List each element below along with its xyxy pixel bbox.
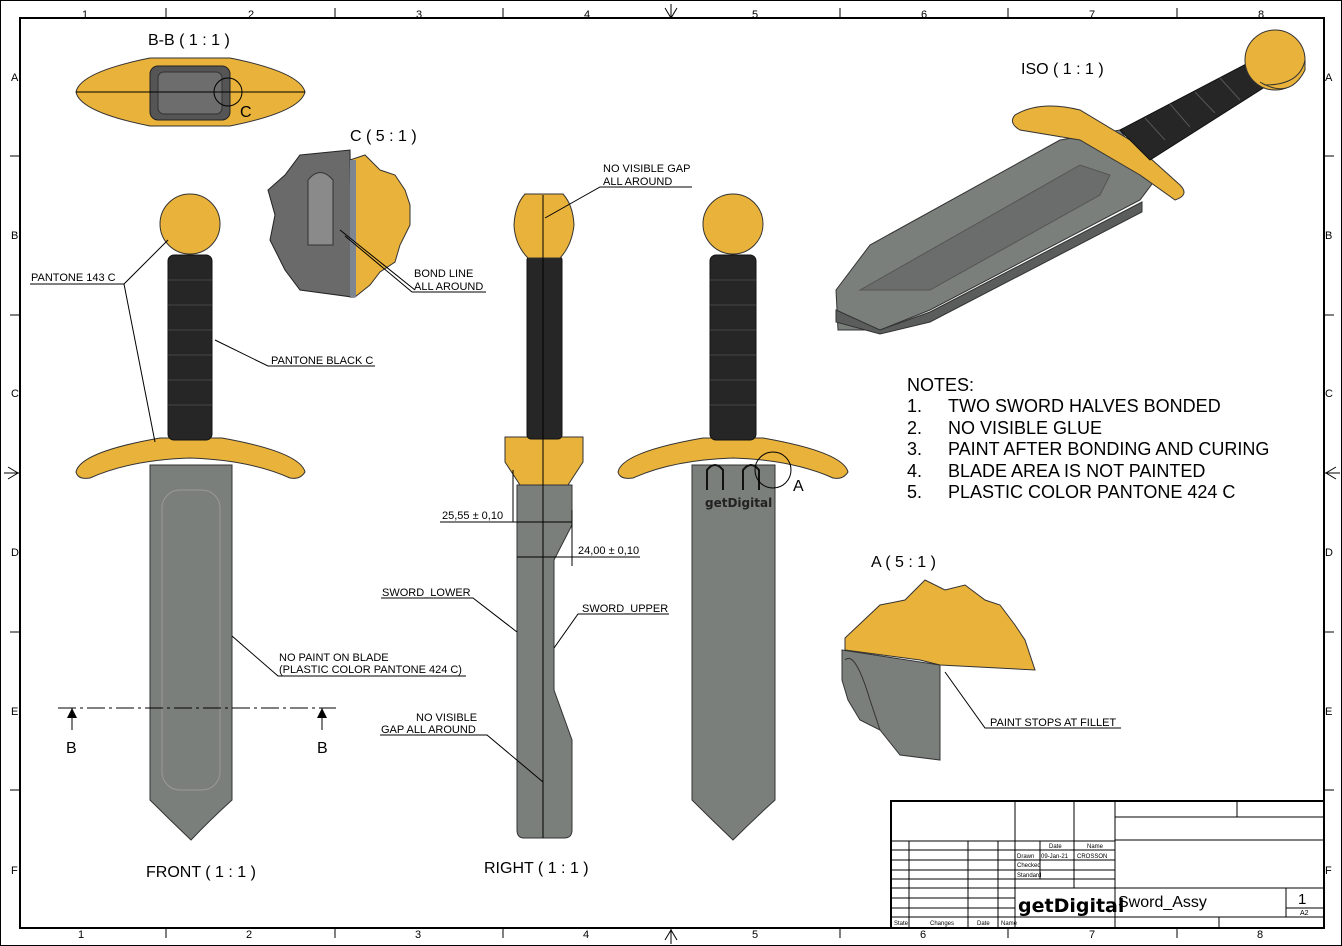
col-label: 6 bbox=[921, 9, 927, 21]
right-view: 25,55 ± 0,10 24,00 ± 0,10 NO VISIBLE GAP… bbox=[380, 163, 692, 877]
row-label: D bbox=[11, 547, 19, 559]
note-number: 3. bbox=[907, 439, 922, 459]
paint-stops-label: PAINT STOPS AT FILLET bbox=[990, 717, 1116, 729]
row-label: E bbox=[1325, 706, 1332, 718]
note-text: BLADE AREA IS NOT PAINTED bbox=[948, 461, 1205, 481]
tb-drawn-label: Drawn bbox=[1017, 854, 1034, 860]
col-label: 2 bbox=[246, 929, 252, 941]
sheet-number: 1 bbox=[1298, 891, 1306, 908]
col-label: 7 bbox=[1089, 9, 1095, 21]
tb-checked-label: Checked bbox=[1017, 863, 1041, 869]
tb-date-label: Date bbox=[977, 921, 990, 927]
no-gap-bottom-label-2: GAP ALL AROUND bbox=[381, 724, 476, 736]
detail-c-marker: C bbox=[240, 104, 252, 121]
tb-date-header: Date bbox=[1049, 844, 1062, 850]
col-label: 8 bbox=[1257, 929, 1263, 941]
cut-marker-right: B bbox=[317, 740, 328, 757]
tb-state-label: State bbox=[894, 921, 909, 927]
note-number: 1. bbox=[907, 396, 922, 416]
dimension-25-55: 25,55 ± 0,10 bbox=[442, 510, 503, 522]
col-label: 3 bbox=[416, 9, 422, 21]
tb-drawn-date: 09-Jan-21 bbox=[1041, 854, 1069, 860]
note-number: 5. bbox=[907, 482, 922, 502]
row-label: C bbox=[11, 388, 19, 400]
detail-a-title: A ( 5 : 1 ) bbox=[871, 554, 936, 571]
tb-name-label: Name bbox=[1001, 921, 1018, 927]
col-label: 1 bbox=[78, 929, 84, 941]
detail-c-view: C ( 5 : 1 ) BOND LINE ALL AROUND bbox=[267, 128, 486, 298]
note-number: 2. bbox=[907, 418, 922, 438]
col-label: 8 bbox=[1258, 9, 1264, 21]
note-text: PLASTIC COLOR PANTONE 424 C bbox=[948, 482, 1235, 502]
no-gap-bottom-label: NO VISIBLE bbox=[416, 712, 477, 724]
bond-line-label: BOND LINE bbox=[414, 268, 473, 280]
col-label: 5 bbox=[752, 9, 758, 21]
row-label: C bbox=[1325, 388, 1333, 400]
sword-upper-label: SWORD_UPPER bbox=[582, 603, 668, 615]
row-label: A bbox=[1325, 72, 1333, 84]
pantone-143c-label: PANTONE 143 C bbox=[31, 272, 116, 284]
tb-changes-label: Changes bbox=[930, 921, 954, 927]
col-label: 2 bbox=[248, 9, 254, 21]
dimension-24-00: 24,00 ± 0,10 bbox=[578, 545, 639, 557]
blade-logo: getDigital bbox=[705, 496, 772, 510]
note-number: 4. bbox=[907, 461, 922, 481]
detail-c-title: C ( 5 : 1 ) bbox=[350, 128, 417, 145]
section-bb-title: B-B ( 1 : 1 ) bbox=[148, 32, 230, 49]
no-gap-top-label: NO VISIBLE GAP bbox=[603, 163, 690, 175]
title-block bbox=[890, 800, 1325, 929]
col-label: 3 bbox=[415, 929, 421, 941]
col-label: 4 bbox=[583, 929, 589, 941]
no-gap-top-label-2: ALL AROUND bbox=[603, 176, 672, 188]
detail-a-marker: A bbox=[793, 478, 804, 495]
sheet-size: A2 bbox=[1300, 910, 1309, 917]
tb-standard-label: Standard bbox=[1017, 873, 1041, 879]
detail-a-view: A ( 5 : 1 ) PAINT STOPS AT FILLET bbox=[841, 554, 1121, 761]
back-view: getDigital A bbox=[617, 193, 849, 841]
tb-name-header: Name bbox=[1087, 844, 1104, 850]
front-view-title: FRONT ( 1 : 1 ) bbox=[146, 864, 256, 881]
notes: NOTES: 1. TWO SWORD HALVES BONDED 2. NO … bbox=[907, 375, 1269, 502]
note-text: PAINT AFTER BONDING AND CURING bbox=[948, 439, 1269, 459]
no-paint-label: NO PAINT ON BLADE bbox=[279, 652, 389, 664]
grid-labels: 1 2 3 4 5 6 7 8 1 2 3 4 5 6 7 8 A B C D … bbox=[11, 9, 1333, 941]
col-label: 4 bbox=[584, 9, 590, 21]
row-label: A bbox=[11, 72, 19, 84]
bond-line-label-2: ALL AROUND bbox=[414, 281, 483, 293]
row-label: D bbox=[1325, 547, 1333, 559]
col-label: 7 bbox=[1089, 929, 1095, 941]
pantone-black-label: PANTONE BLACK C bbox=[271, 355, 373, 367]
note-text: TWO SWORD HALVES BONDED bbox=[948, 396, 1221, 416]
row-label: F bbox=[11, 865, 18, 877]
drawing-title: Sword_Assy bbox=[1118, 894, 1207, 911]
title-block-text: Date Name Drawn 09-Jan-21 CROSSON Checke… bbox=[894, 844, 1309, 927]
col-label: 6 bbox=[920, 929, 926, 941]
col-label: 1 bbox=[82, 9, 88, 21]
tb-drawn-name: CROSSON bbox=[1077, 854, 1107, 860]
grid-ticks bbox=[4, 4, 1340, 944]
row-label: B bbox=[11, 230, 18, 242]
sword-lower-label: SWORD_LOWER bbox=[382, 587, 471, 599]
notes-title: NOTES: bbox=[907, 375, 974, 395]
iso-view: ISO ( 1 : 1 ) bbox=[835, 29, 1306, 335]
right-view-title: RIGHT ( 1 : 1 ) bbox=[484, 860, 589, 877]
company-logo: getDigital bbox=[1018, 895, 1124, 917]
cut-marker-left: B bbox=[66, 740, 77, 757]
note-text: NO VISIBLE GLUE bbox=[948, 418, 1102, 438]
row-label: B bbox=[1325, 230, 1332, 242]
front-view: B B FRONT ( 1 : 1 ) PANTONE 143 C PANTON… bbox=[30, 193, 466, 881]
row-label: E bbox=[11, 706, 18, 718]
no-paint-label-2: (PLASTIC COLOR PANTONE 424 C) bbox=[279, 664, 462, 676]
row-label: F bbox=[1325, 865, 1332, 877]
col-label: 5 bbox=[752, 929, 758, 941]
iso-view-title: ISO ( 1 : 1 ) bbox=[1021, 61, 1104, 78]
section-bb-view: B-B ( 1 : 1 ) C bbox=[75, 32, 306, 127]
